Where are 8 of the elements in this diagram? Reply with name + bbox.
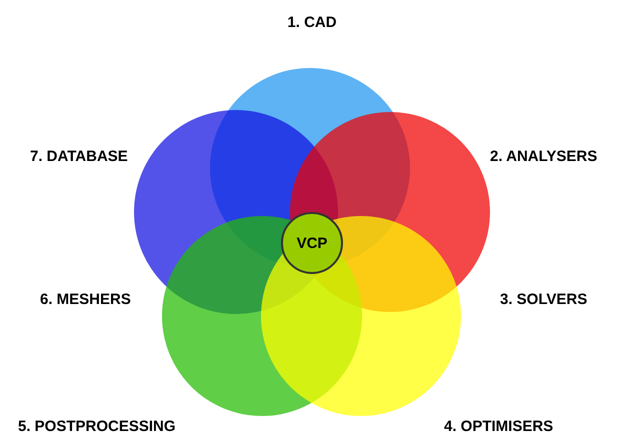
- region-label: 1. CAD: [287, 14, 337, 31]
- region-label: 6. MESHERS: [40, 291, 131, 308]
- region-label: 4. OPTIMISERS: [444, 418, 554, 435]
- region-label: 5. POSTPROCESSING: [18, 418, 176, 435]
- region-label: 3. SOLVERS: [500, 291, 588, 308]
- region-label: 7. DATABASE: [30, 148, 128, 165]
- center-label: VCP: [296, 234, 328, 252]
- region-label: 2. ANALYSERS: [490, 148, 598, 165]
